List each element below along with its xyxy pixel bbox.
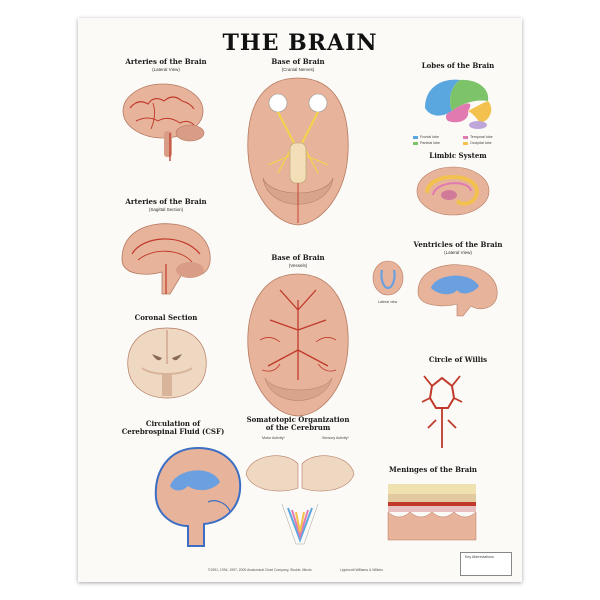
section-subtitle-arteries-sagittal: (Sagittal Section) xyxy=(148,207,184,212)
limbic-illustration xyxy=(416,166,490,216)
section-title-ventricles: Ventricles of the Brain xyxy=(413,240,503,249)
section-title-willis: Circle of Willis xyxy=(428,355,488,364)
sensory-activity-label: Sensory Activity* xyxy=(322,436,349,440)
meninges-illustration xyxy=(387,484,477,541)
temporal-swatch xyxy=(463,136,468,139)
key-abbreviations-box: Key Abbreviations xyxy=(460,552,512,576)
base-vessels-illustration xyxy=(247,273,349,417)
section-title-lobes: Lobes of the Brain xyxy=(421,61,495,70)
publisher-footer: Lippincott Williams & Wilkins xyxy=(340,568,383,572)
occipital-swatch xyxy=(463,142,468,145)
section-title-base-vessels: Base of Brain xyxy=(271,253,325,262)
section-subtitle-arteries-lateral: (Lateral View) xyxy=(152,67,180,72)
copyright-footer: ©1991, 1994, 1997, 2000 Anatomical Chart… xyxy=(208,568,312,572)
lobe-legend-occipital: Occipital lobe xyxy=(470,141,492,145)
frontal-swatch xyxy=(413,136,418,139)
poster-title: THE BRAIN xyxy=(222,30,378,56)
section-subtitle-ventricles: (Lateral View) xyxy=(444,250,472,255)
motor-activity-label: Motor Activity* xyxy=(262,436,285,440)
parietal-swatch xyxy=(413,142,418,145)
willis-illustration xyxy=(421,375,463,448)
section-title-arteries-lateral: Arteries of the Brain xyxy=(125,57,207,66)
ventricles-top-label: Lateral view xyxy=(378,300,398,304)
arteries-sagittal-illustration xyxy=(121,223,211,295)
section-subtitle-base-vessels: (Vessels) xyxy=(288,263,308,268)
section-title-arteries-sagittal: Arteries of the Brain xyxy=(125,197,207,206)
section-title-coronal: Coronal Section xyxy=(134,313,198,322)
lobe-legend-frontal: Frontal lobe xyxy=(420,135,439,139)
key-abbreviations-title: Key Abbreviations xyxy=(465,555,494,559)
lobes-illustration xyxy=(425,79,492,129)
arteries-lateral-illustration xyxy=(122,83,205,161)
section-title-base-cranial: Base of Brain xyxy=(271,57,325,66)
section-title-meninges: Meninges of the Brain xyxy=(389,465,477,474)
ventricles-top-illustration xyxy=(372,260,404,296)
ventricles-lateral-illustration xyxy=(417,264,498,317)
coronal-illustration xyxy=(127,327,207,399)
section-title-somatotopic: Somatotopic Organization of the Cerebrum xyxy=(246,415,350,432)
section-subtitle-base-cranial: (Cranial Nerves) xyxy=(281,67,315,72)
section-title-csf: Circulation of Cerebrospinal Fluid (CSF) xyxy=(121,419,225,436)
lobe-legend-parietal: Parietal lobe xyxy=(420,141,440,145)
poster: THE BRAIN Arteries of the Brain (Lateral… xyxy=(78,18,522,582)
section-title-limbic: Limbic System xyxy=(429,151,487,160)
csf-illustration xyxy=(154,446,242,547)
lobe-legend-temporal: Temporal lobe xyxy=(470,135,493,139)
base-cranial-illustration xyxy=(247,77,349,226)
somatotopic-illustration xyxy=(245,455,355,545)
